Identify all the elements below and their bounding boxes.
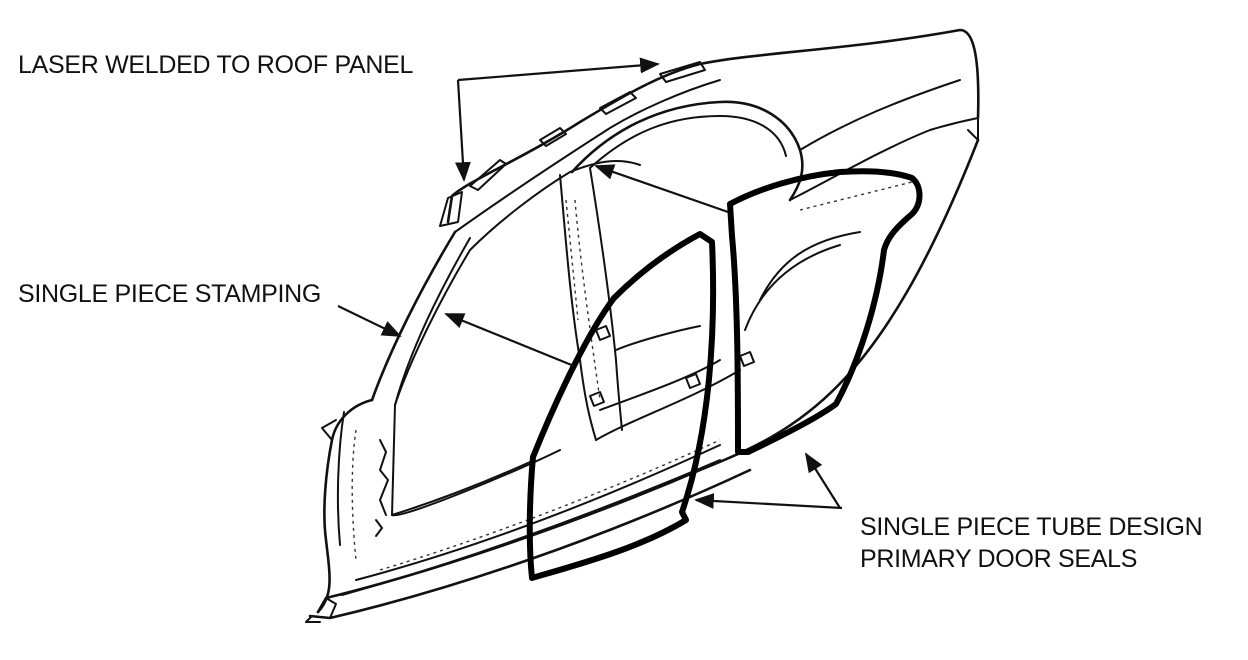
label-door-seals-line1: SINGLE PIECE TUBE DESIGN xyxy=(860,513,1203,541)
arrow-front-seal xyxy=(694,493,843,510)
arrow-stamping-bpillar xyxy=(594,164,729,214)
leader-arrows xyxy=(337,57,843,510)
label-single-piece-stamping: SINGLE PIECE STAMPING xyxy=(18,280,322,308)
arrow-laser-down xyxy=(455,79,471,182)
label-door-seals-line2: PRIMARY DOOR SEALS xyxy=(860,545,1138,573)
arrow-stamping-apillar xyxy=(337,305,402,337)
rear-door-seal xyxy=(727,168,923,455)
arrow-stamping-opening xyxy=(444,312,575,368)
front-door-seal xyxy=(526,231,717,581)
arrow-rear-seal xyxy=(804,452,841,509)
label-door-seals: SINGLE PIECE TUBE DESIGN PRIMARY DOOR SE… xyxy=(860,511,1203,575)
label-laser-welded: LASER WELDED TO ROOF PANEL xyxy=(18,51,414,79)
arrow-laser-right xyxy=(457,57,660,82)
